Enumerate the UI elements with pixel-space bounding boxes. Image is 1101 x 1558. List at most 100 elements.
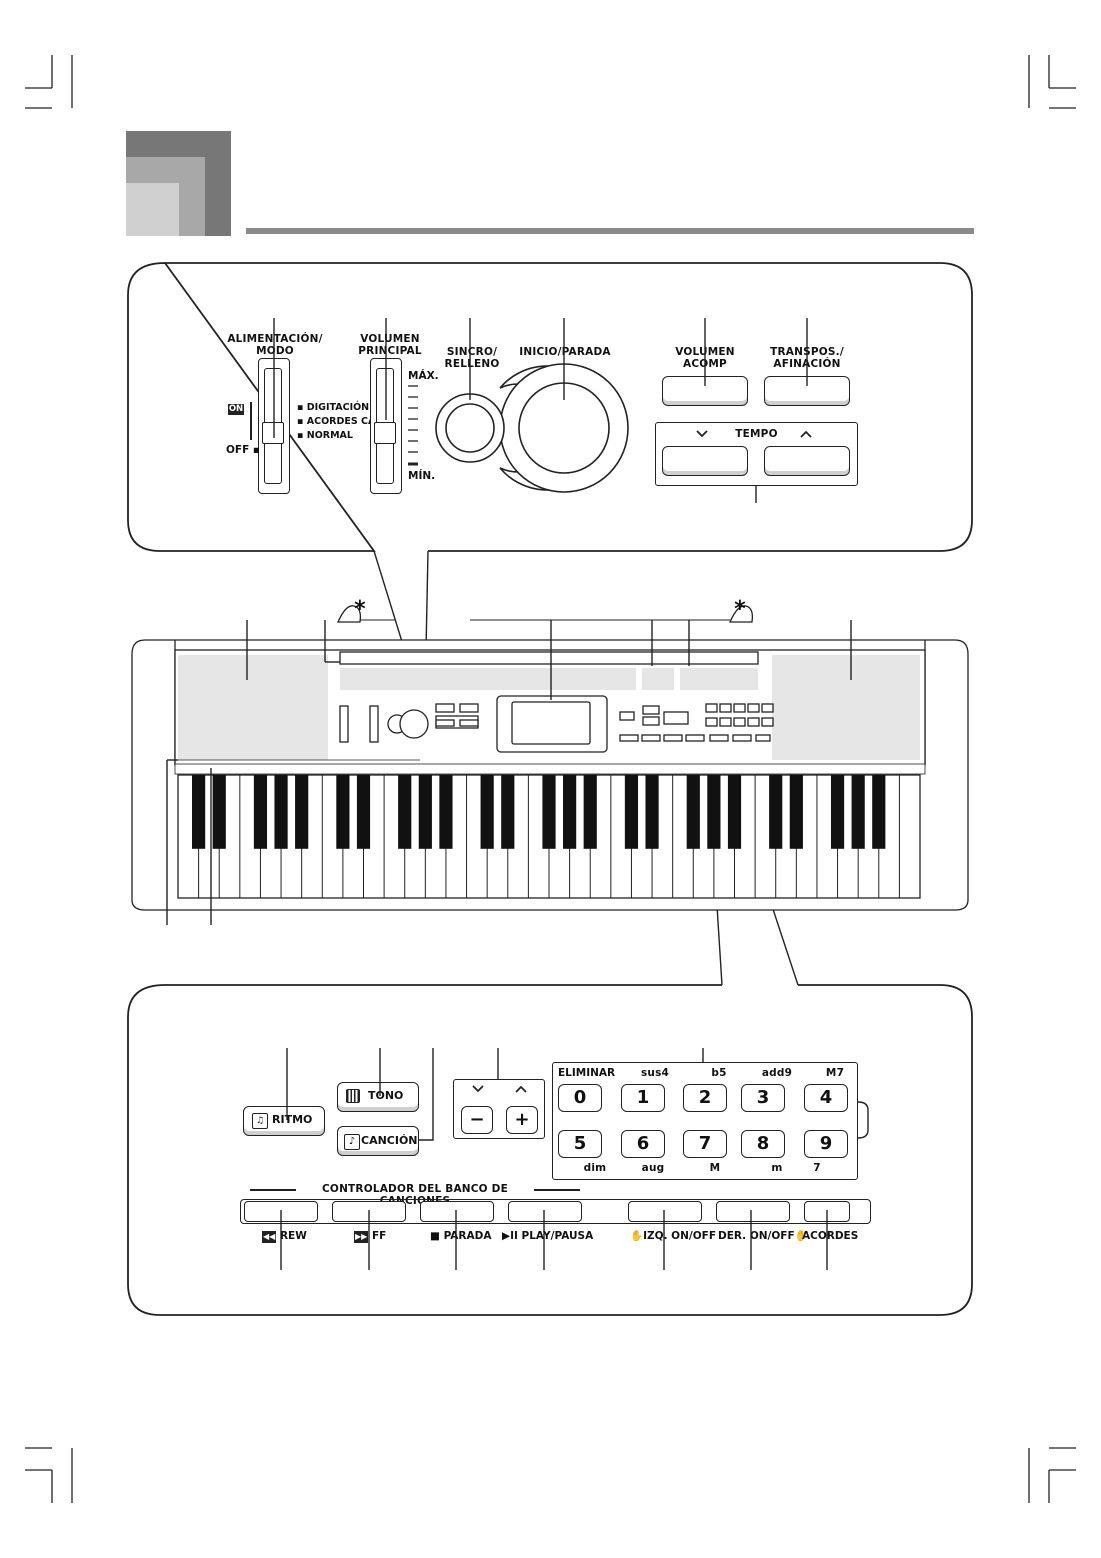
black-key (253, 775, 268, 849)
black-key (830, 775, 845, 849)
black-key (398, 775, 412, 849)
bottom-callout-lines (280, 1048, 828, 1270)
black-key (851, 775, 865, 849)
number-6-button[interactable]: 6 (621, 1130, 665, 1158)
left-hand-label: ✋IZQ. ON/OFF (630, 1230, 716, 1242)
black-key (274, 775, 288, 849)
label-minor: m (771, 1162, 783, 1174)
mode-acordes-casio: ▪ ACORDES CASIO (297, 416, 394, 427)
header-rule (246, 228, 974, 234)
tempo-group (655, 422, 858, 486)
left-hand-button[interactable] (628, 1201, 702, 1222)
number-4-button[interactable]: 4 (804, 1084, 848, 1112)
number-pad-group (552, 1062, 858, 1180)
song-label: CANCIÓN (361, 1134, 418, 1147)
hand-icon: ✋ (794, 1230, 808, 1242)
black-key (769, 775, 783, 849)
black-key (439, 775, 453, 849)
number-3-button[interactable]: 3 (741, 1084, 785, 1112)
label-b5: b5 (711, 1067, 727, 1079)
black-key (336, 775, 350, 849)
chevron-down-icon (472, 1085, 484, 1093)
start-stop-label: INICIO/PARADA (519, 346, 611, 358)
volume-min-label: MÍN. (408, 470, 436, 482)
keyboard-overview (131, 605, 969, 925)
black-key (480, 775, 494, 849)
volume-scale-ticks (408, 385, 418, 466)
stop-button[interactable] (420, 1201, 494, 1222)
black-key (645, 775, 659, 849)
play-pause-button[interactable] (508, 1201, 582, 1222)
song-bank-rule-right (534, 1189, 580, 1191)
asterisk-right: * (734, 597, 746, 622)
label-sus4: sus4 (640, 1067, 670, 1079)
rhythm-label: RITMO (272, 1113, 313, 1126)
power-switch-knob[interactable] (262, 422, 284, 444)
black-key (501, 775, 515, 849)
volume-slider-knob[interactable] (374, 422, 396, 444)
black-key (192, 775, 206, 849)
transport-strip (240, 1199, 871, 1224)
sync-fill-label: SINCRO/ RELLENO (444, 346, 500, 370)
mode-normal: ▪ NORMAL (297, 430, 353, 441)
fast-forward-icon: ▶▶ (354, 1231, 369, 1243)
tempo-label: TEMPO (735, 428, 778, 440)
off-label: OFF ▪ (226, 444, 261, 456)
minus-button[interactable]: − (461, 1106, 493, 1134)
plus-minus-group (453, 1079, 545, 1139)
tone-label: TONO (368, 1089, 404, 1102)
right-hand-label: DER. ON/OFF✋ (718, 1230, 808, 1242)
number-pad-bracket (858, 1101, 869, 1139)
label-major: M (709, 1162, 721, 1174)
song-icon: ♪ (344, 1134, 360, 1150)
black-key (356, 775, 371, 849)
rew-label: ◀◀ REW (262, 1230, 307, 1243)
ff-label: ▶▶ FF (354, 1230, 387, 1243)
black-key (212, 775, 226, 849)
song-button[interactable] (337, 1126, 419, 1156)
label-aug: aug (641, 1162, 665, 1174)
number-5-button[interactable]: 5 (558, 1130, 602, 1158)
volume-max-label: MÁX. (408, 370, 439, 382)
hand-icon: ✋ (630, 1230, 644, 1242)
play-pause-label: ▶II PLAY/PAUSA (502, 1230, 594, 1242)
tempo-down-button[interactable] (662, 446, 748, 476)
label-eliminar: ELIMINAR (558, 1067, 616, 1079)
on-bar (250, 402, 252, 440)
black-key (686, 775, 700, 849)
rewind-icon: ◀◀ (262, 1231, 277, 1243)
right-hand-button[interactable] (716, 1201, 790, 1222)
black-key (563, 775, 577, 849)
plus-button[interactable]: + (506, 1106, 538, 1134)
chevron-up-icon (800, 430, 812, 438)
header-block-light (126, 183, 179, 236)
asterisk-left: * (354, 597, 366, 622)
tempo-up-button[interactable] (764, 446, 850, 476)
sync-start-buttons (435, 363, 629, 493)
number-7-button[interactable]: 7 (683, 1130, 727, 1158)
number-0-button[interactable]: 0 (558, 1084, 602, 1112)
stop-icon: ■ (430, 1230, 440, 1242)
number-2-button[interactable]: 2 (683, 1084, 727, 1112)
black-key (707, 775, 721, 849)
number-8-button[interactable]: 8 (741, 1130, 785, 1158)
piano-icon (346, 1089, 360, 1103)
label-add9: add9 (761, 1067, 793, 1079)
number-9-button[interactable]: 9 (804, 1130, 848, 1158)
label-seventh: 7 (813, 1162, 821, 1174)
black-key (418, 775, 432, 849)
label-dim: dim (583, 1162, 607, 1174)
black-key (295, 775, 309, 849)
chevron-down-icon (696, 430, 708, 438)
black-key (542, 775, 556, 849)
song-bank-rule-left (250, 1189, 296, 1191)
black-key (583, 775, 597, 849)
label-m7: M7 (825, 1067, 845, 1079)
rhythm-button[interactable] (243, 1106, 325, 1136)
black-key (727, 775, 742, 849)
black-key (624, 775, 639, 849)
mode-digitacion: ▪ DIGITACIÓN (297, 402, 370, 413)
chevron-up-icon (515, 1085, 527, 1093)
number-1-button[interactable]: 1 (621, 1084, 665, 1112)
